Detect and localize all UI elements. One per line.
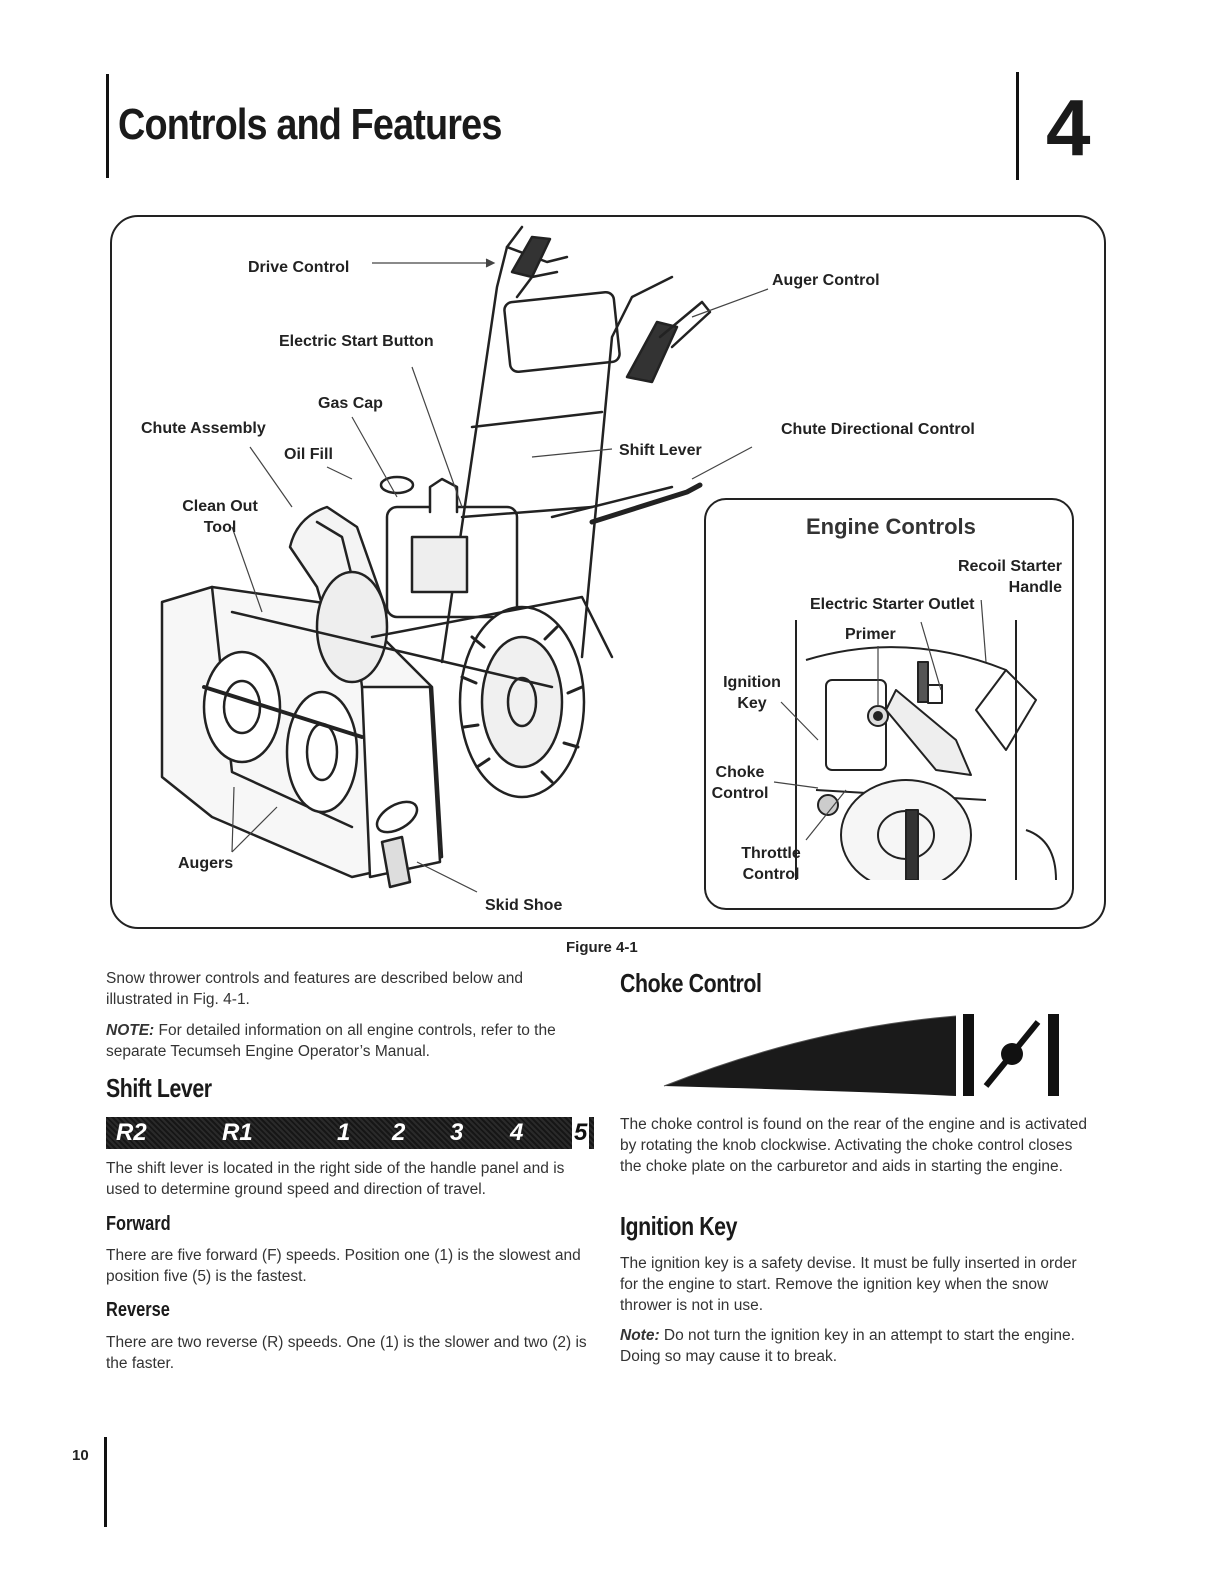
label-clean-out-tool: Clean Out Tool	[182, 498, 258, 536]
label-shift-lever: Shift Lever	[619, 442, 702, 459]
header-rule-right	[1016, 72, 1019, 180]
forward-paragraph: There are five forward (F) speeds. Posit…	[106, 1247, 581, 1285]
shift-lever-paragraph: The shift lever is located in the right …	[106, 1160, 565, 1198]
figure-caption: Figure 4-1	[566, 939, 638, 956]
choke-symbol-icon	[663, 1014, 1059, 1096]
choke-paragraph: The choke control is found on the rear o…	[620, 1116, 1088, 1175]
chapter-number: 4	[1046, 83, 1091, 172]
label-throttle-control: Throttle Control	[741, 845, 801, 883]
page-number: 10	[72, 1447, 89, 1464]
ignition-paragraph: The ignition key is a safety devise. It …	[620, 1255, 1077, 1314]
gear-4: 4	[510, 1119, 524, 1146]
note-paragraph: NOTE: For detailed information on all en…	[106, 1020, 586, 1062]
shift-lever-gear-strip	[106, 1117, 594, 1149]
label-choke-control: Choke Control	[711, 764, 769, 802]
label-oil-fill: Oil Fill	[284, 446, 333, 463]
engine-controls-illustration	[773, 600, 1057, 880]
label-drive-control: Drive Control	[248, 259, 350, 276]
note-label: NOTE:	[106, 1022, 155, 1039]
label-chute-directional-control: Chute Directional Control	[781, 421, 975, 438]
label-electric-starter-outlet: Electric Starter Outlet	[810, 596, 975, 613]
heading-shift-lever: Shift Lever	[106, 1073, 212, 1103]
engine-controls-title: Engine Controls	[806, 514, 976, 539]
reverse-paragraph: There are two reverse (R) speeds. One (1…	[106, 1334, 587, 1372]
label-augers: Augers	[178, 855, 234, 872]
figure-frame	[110, 215, 1106, 929]
gear-3: 3	[450, 1119, 464, 1146]
gear-5: 5	[572, 1117, 590, 1149]
ignition-note-text: Do not turn the ignition key in an attem…	[620, 1327, 1075, 1365]
header-rule-left	[106, 74, 109, 178]
gear-2: 2	[392, 1119, 406, 1146]
heading-reverse: Reverse	[106, 1299, 170, 1321]
label-auger-control: Auger Control	[772, 272, 880, 289]
gear-1: 1	[337, 1119, 351, 1146]
gear-r1: R1	[222, 1119, 253, 1146]
label-recoil-starter-handle: Recoil Starter Handle	[957, 558, 1062, 596]
label-electric-start-button: Electric Start Button	[279, 333, 434, 350]
snow-thrower-illustration	[160, 225, 769, 893]
gear-r2: R2	[116, 1119, 147, 1146]
label-ignition-key: Ignition Key	[723, 674, 781, 712]
heading-forward: Forward	[106, 1213, 171, 1235]
heading-ignition-key: Ignition Key	[620, 1211, 738, 1241]
ignition-note-paragraph: Note: Do not turn the ignition key in an…	[620, 1325, 1098, 1367]
label-skid-shoe: Skid Shoe	[485, 897, 563, 914]
intro-paragraph: Snow thrower controls and features are d…	[106, 970, 524, 1008]
footer-rule	[104, 1437, 107, 1527]
label-chute-assembly: Chute Assembly	[141, 420, 266, 437]
label-primer: Primer	[845, 626, 896, 643]
ignition-note-label: Note:	[620, 1327, 660, 1344]
heading-choke-control: Choke Control	[620, 968, 762, 998]
page-title: Controls and Features	[118, 100, 502, 149]
label-gas-cap: Gas Cap	[318, 395, 383, 412]
note-text: For detailed information on all engine c…	[106, 1022, 556, 1060]
